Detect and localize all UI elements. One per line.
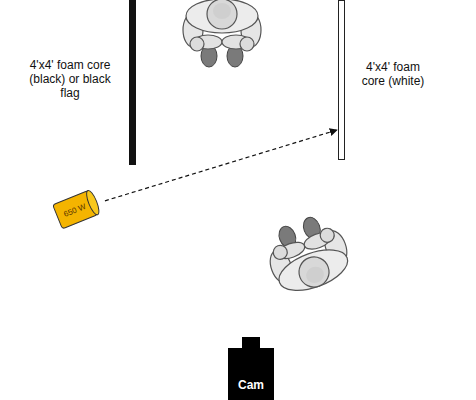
- black-foam-core: 4'x4' foam core (black) or black flag: [20, 0, 138, 165]
- black-flag-board: [129, 0, 136, 165]
- board-label: 4'x4' foam core (white): [354, 60, 432, 88]
- talent-figure: [183, 0, 261, 67]
- white-foam-core: 4'x4' foam core (white): [338, 0, 434, 160]
- light-650w: 650 W: [50, 186, 104, 231]
- subject-figure: [259, 209, 356, 300]
- white-foam-board: [338, 0, 345, 160]
- board-label: 4'x4' foam core (black) or black flag: [20, 58, 120, 100]
- camera-label: Cam: [238, 378, 264, 392]
- camera: Cam: [228, 337, 274, 400]
- light-direction-arrow: [105, 130, 337, 201]
